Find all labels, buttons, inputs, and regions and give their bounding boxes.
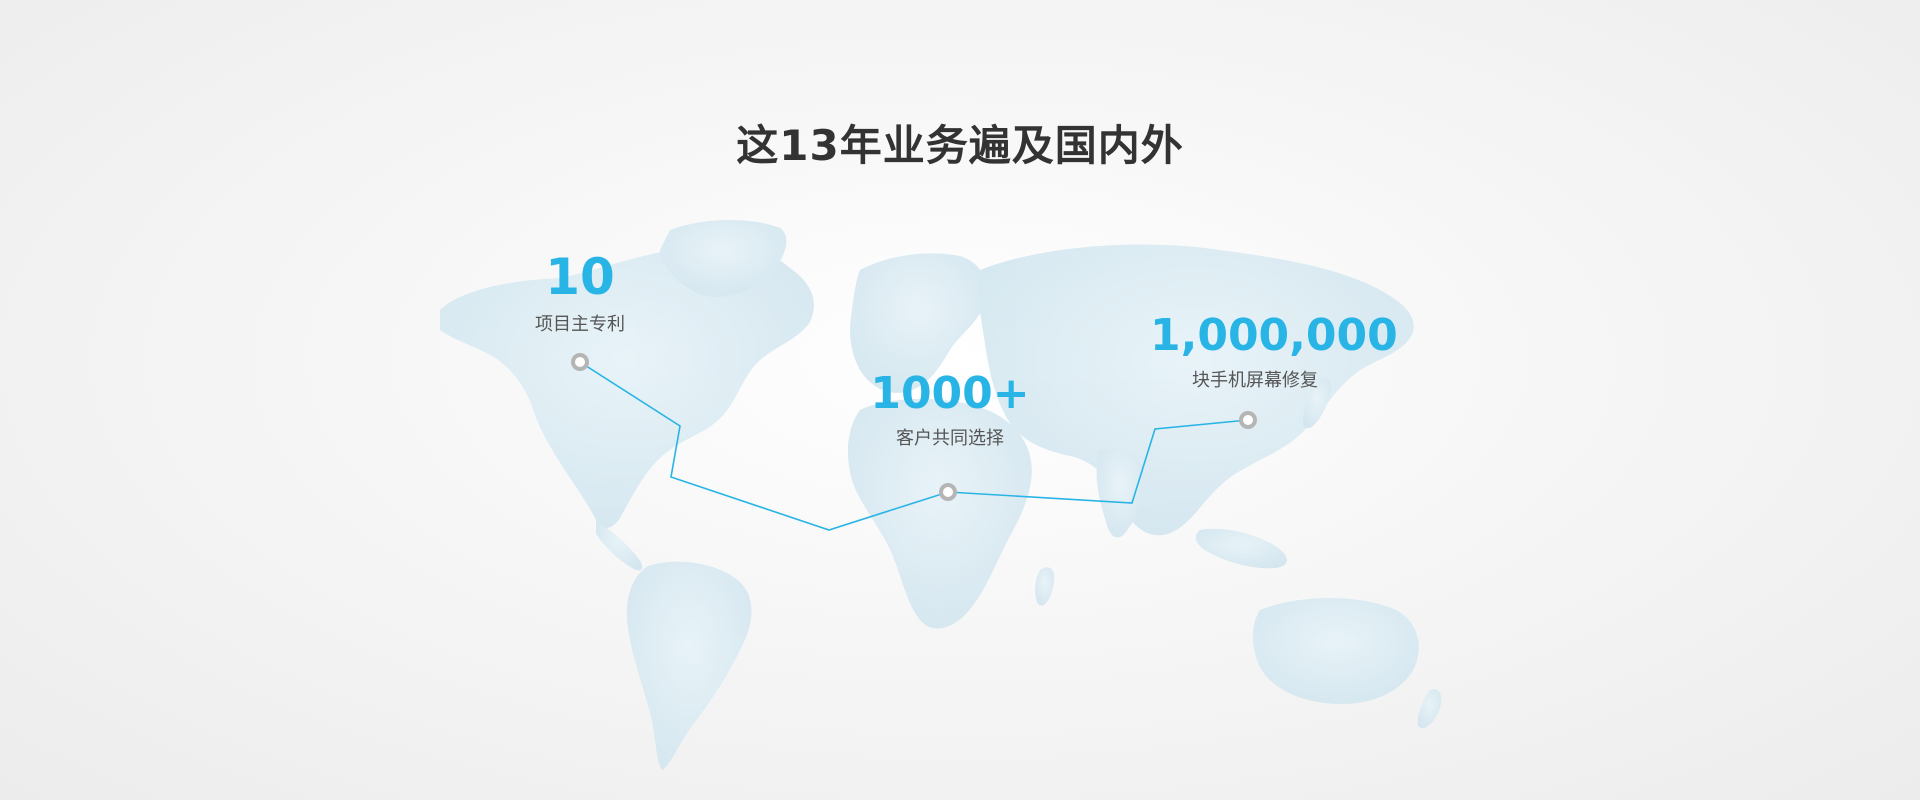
new-zealand-shape [1417,688,1442,728]
page-title: 这13年业务遍及国内外 [736,121,1184,170]
stat-value: 1000+ [870,368,1030,419]
stat-value: 10 [545,248,615,306]
southeast-asia-shape [1195,528,1287,569]
stat-value: 1,000,000 [1150,310,1398,361]
marker-asia [1239,411,1257,429]
marker-north-america [571,353,589,371]
world-map [440,219,1442,770]
europe-shape [850,253,987,393]
central-america-shape [596,520,643,571]
connection-line [579,361,1249,531]
india-shape [1096,448,1145,538]
stat-customers: 1000+ 客户共同选择 [870,372,1030,450]
north-america-shape [440,245,814,529]
south-america-shape [626,561,752,770]
greenland-shape [660,219,787,297]
australia-shape [1252,598,1419,704]
stat-label: 客户共同选择 [896,428,1004,449]
madagascar-shape [1035,567,1055,606]
africa-shape [847,398,1032,629]
asia-shape [978,244,1414,536]
stat-label: 块手机屏幕修复 [1192,370,1318,391]
stat-patents: 10 项目主专利 [520,252,640,336]
stat-label: 项目主专利 [535,314,625,335]
japan-shape [1303,377,1332,429]
stat-screens-repaired: 1,000,000 块手机屏幕修复 [1150,310,1398,392]
marker-europe-africa [939,483,957,501]
